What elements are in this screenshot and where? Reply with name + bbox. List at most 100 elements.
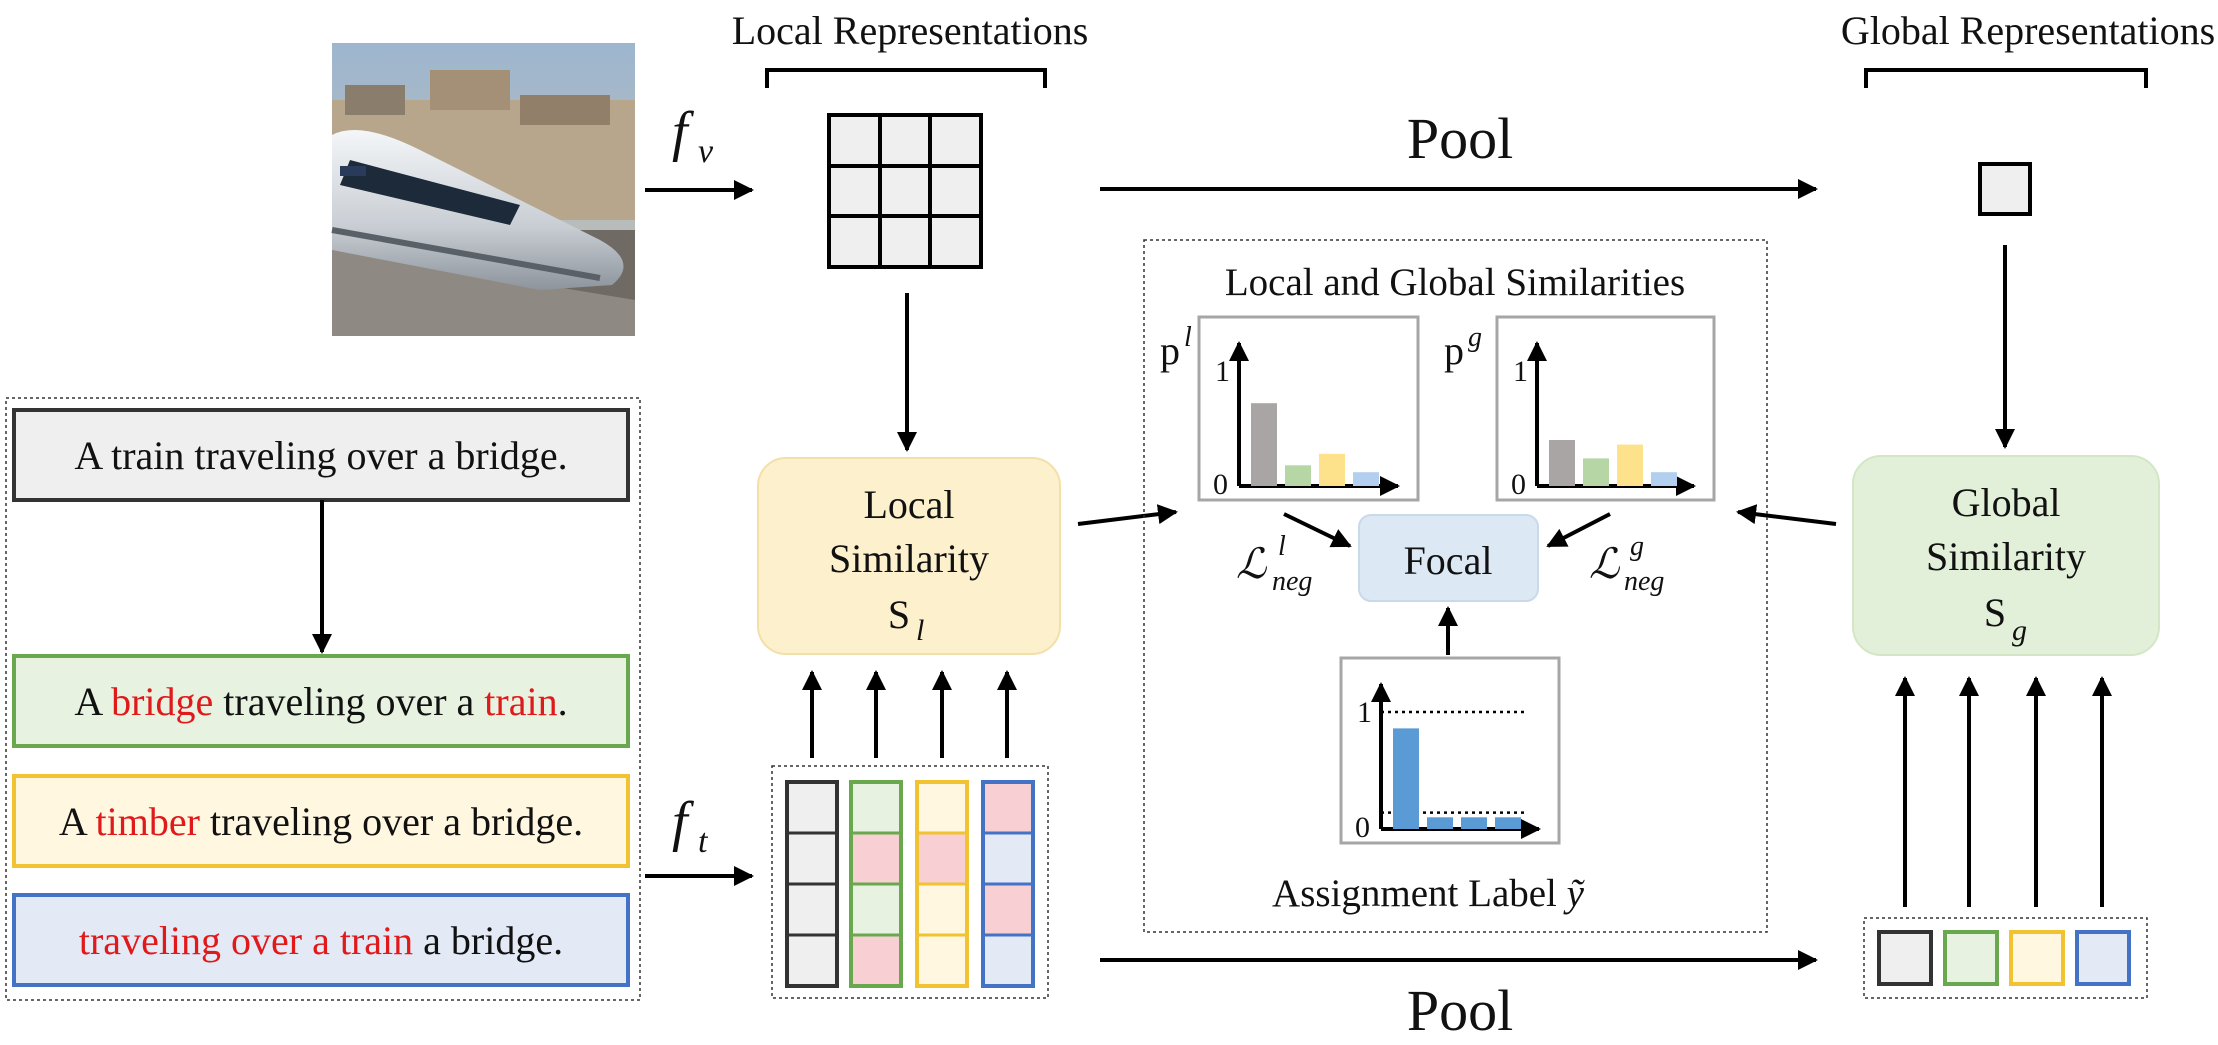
caption-text: A bridge traveling over a train. — [74, 679, 567, 724]
token-cell — [915, 831, 969, 886]
caption-segment: a bridge. — [413, 918, 563, 963]
svg-text:Local: Local — [863, 482, 954, 527]
svg-text:g: g — [2012, 614, 2027, 647]
chart-ylabel-sup: l — [1184, 322, 1192, 353]
caption-neg-blue: traveling over a train a bridge. — [12, 893, 630, 987]
tick-label-1: 1 — [1215, 355, 1230, 388]
local-similarity-box: Local Similarity S l — [757, 457, 1061, 655]
text-encoder-label: f t — [672, 791, 709, 860]
local-chart-to-focal-arrow — [1283, 512, 1352, 548]
token-cell — [915, 882, 969, 937]
svg-text:l: l — [916, 614, 924, 647]
global-image-token — [1978, 162, 2032, 216]
global-similarity-to-panel-arrow — [1736, 504, 1837, 526]
svg-text:Global: Global — [1952, 480, 2061, 525]
global-text-token — [1877, 930, 1933, 986]
similarities-panel-title: Local and Global Similarities — [1225, 261, 1685, 304]
tick-label-1: 1 — [1357, 696, 1372, 729]
bar — [1617, 444, 1643, 486]
text-token-columns — [785, 780, 1035, 988]
tick-label-1: 1 — [1513, 355, 1528, 388]
text-token-column — [981, 780, 1035, 988]
assignment-label-chart: 10 — [1339, 656, 1561, 845]
global-representations-bracket — [1864, 68, 2148, 88]
caption-segment: A — [59, 799, 96, 844]
tokens-to-global-similarity-arrows — [1895, 676, 2112, 907]
global-chart-to-focal-arrow — [1546, 512, 1611, 548]
global-negative-loss-label: ℒ g neg — [1589, 531, 1664, 597]
global-text-token-panel — [1863, 917, 2148, 999]
tick-label-0: 0 — [1355, 811, 1370, 844]
svg-text:S: S — [888, 592, 910, 637]
local-representations-bracket — [765, 68, 1047, 88]
token-cell — [981, 831, 1035, 886]
caption-segment: A — [74, 679, 111, 724]
bar — [1495, 817, 1521, 829]
bar — [1651, 472, 1677, 486]
train-photo — [331, 43, 635, 336]
bar — [1353, 472, 1379, 486]
chart-ylabel: p — [1160, 328, 1180, 373]
svg-text:Similarity: Similarity — [1926, 534, 2086, 579]
token-cell — [849, 933, 903, 988]
svg-text:S: S — [1984, 590, 2006, 635]
token-cell — [849, 882, 903, 937]
token-cell — [981, 933, 1035, 988]
svg-text:f: f — [672, 791, 695, 853]
chart-ylabel: p — [1444, 328, 1464, 373]
chart-ylabel-sup: g — [1468, 322, 1482, 353]
caption-neg-yellow: A timber traveling over a bridge. — [12, 774, 630, 868]
svg-text:f: f — [672, 101, 695, 163]
bar — [1549, 440, 1575, 486]
local-similarity-to-panel-arrow — [1077, 504, 1178, 526]
global-text-token — [2009, 930, 2065, 986]
local-feature-grid — [827, 113, 983, 269]
svg-text:ℒ: ℒ — [1589, 542, 1620, 588]
caption-segment: . — [558, 679, 568, 724]
local-negative-loss-label: ℒ l neg — [1236, 531, 1312, 597]
token-cell — [785, 831, 839, 886]
visual-encoder-label: f v — [672, 101, 714, 170]
caption-list: A train traveling over a bridge. A bridge… — [12, 408, 630, 987]
caption-segment: traveling over a bridge. — [200, 799, 583, 844]
token-cell — [981, 882, 1035, 937]
global-representations-label: Global Representations — [1841, 8, 2215, 53]
tokens-to-local-similarity-arrows — [802, 670, 1017, 758]
bar — [1583, 458, 1609, 486]
token-cell — [849, 831, 903, 886]
token-cell — [915, 780, 969, 835]
svg-text:g: g — [1630, 531, 1644, 562]
global-text-tokens — [1877, 930, 2131, 986]
replaced-word: timber — [96, 799, 200, 844]
bar — [1251, 403, 1277, 486]
svg-text:ℒ: ℒ — [1236, 542, 1267, 588]
text-token-column — [849, 780, 903, 988]
svg-text:t: t — [698, 823, 709, 860]
svg-text:neg: neg — [1624, 566, 1664, 597]
token-cell — [849, 780, 903, 835]
global-text-token — [1943, 930, 1999, 986]
caption-text: A timber traveling over a bridge. — [59, 799, 583, 844]
svg-text:neg: neg — [1272, 566, 1312, 597]
token-cell — [915, 933, 969, 988]
replaced-word: train — [484, 679, 557, 724]
focal-loss-box: Focal — [1358, 514, 1539, 602]
similarities-panel — [1143, 239, 1768, 933]
replaced-word: traveling over a train — [79, 918, 413, 963]
global-similarity-box: Global Similarity S g — [1852, 455, 2160, 656]
svg-text:v: v — [698, 133, 714, 170]
text-token-panel — [771, 765, 1049, 999]
caption-segment: A train traveling over a bridge. — [74, 433, 567, 478]
tick-label-0: 0 — [1213, 468, 1228, 501]
bar — [1285, 465, 1311, 486]
tick-label-0: 0 — [1511, 468, 1526, 501]
token-cell — [785, 780, 839, 835]
local-representations-label: Local Representations — [732, 8, 1089, 53]
caption-text: traveling over a train a bridge. — [79, 918, 563, 963]
caption-segment: traveling over a — [213, 679, 484, 724]
svg-text:Similarity: Similarity — [829, 536, 989, 581]
bar — [1319, 453, 1345, 486]
